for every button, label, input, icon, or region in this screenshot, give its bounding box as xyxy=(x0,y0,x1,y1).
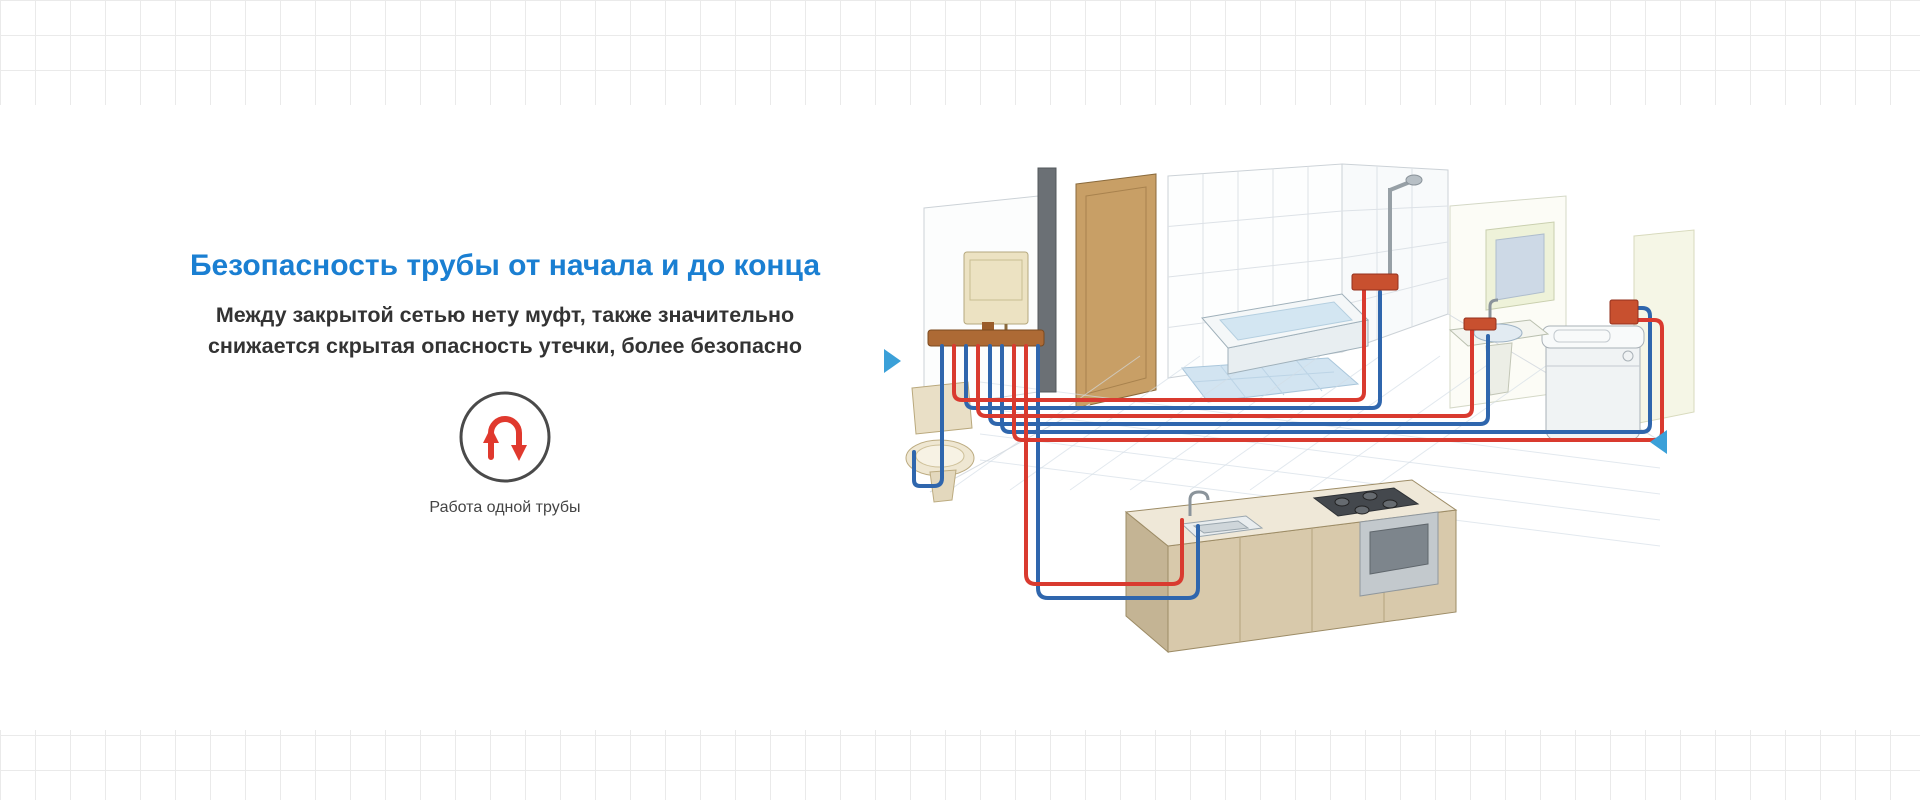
kitchen-counter xyxy=(1124,479,1458,654)
plumbing-illustration xyxy=(890,160,1700,700)
carousel-arrow-right[interactable] xyxy=(1650,430,1667,454)
bathtub xyxy=(1201,293,1370,375)
cold-water-pipes xyxy=(912,290,1652,600)
feature-text-block: Безопасность трубы от начала и до конца … xyxy=(150,248,860,517)
feature-caption: Работа одной трубы xyxy=(429,499,581,517)
section-title: Безопасность трубы от начала и до конца xyxy=(189,249,821,282)
washing-machine xyxy=(1541,325,1645,441)
subtitle-line-2: снижается скрытая опасность утечки, боле… xyxy=(207,333,803,358)
section-subtitle: Между закрытой сетью нету муфт, также зн… xyxy=(150,300,860,361)
subtitle-line-1: Между закрытой сетью нету муфт, также зн… xyxy=(215,303,795,327)
valve-fittings xyxy=(1188,273,1639,516)
u-turn-pipe-icon xyxy=(455,387,555,487)
mirror-cabinet xyxy=(1485,221,1555,311)
shower-fixture xyxy=(1388,174,1423,282)
carousel-arrow-left[interactable] xyxy=(884,349,901,373)
water-heater xyxy=(963,251,1029,332)
pipe-manifold xyxy=(927,322,1045,347)
riser-column xyxy=(1037,167,1057,393)
